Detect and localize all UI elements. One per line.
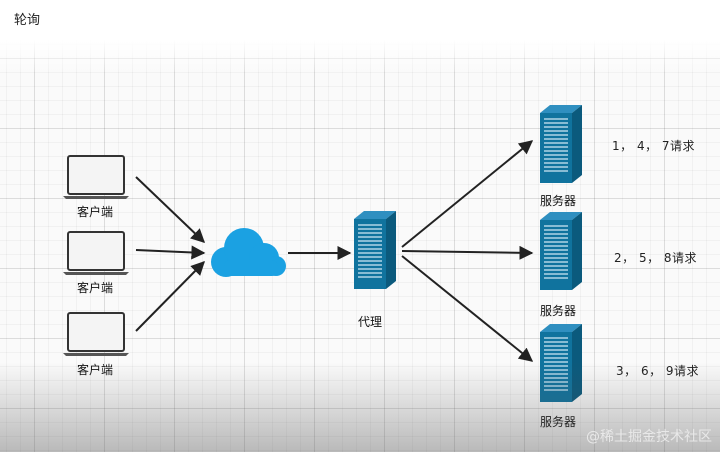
server-label-2: 服务器 [539, 304, 577, 318]
client-laptop-1 [62, 154, 130, 200]
client-label-3: 客户端 [76, 363, 114, 377]
client-laptop-3 [62, 311, 130, 357]
watermark: @稀土掘金技术社区 [586, 429, 712, 445]
server-requests-3: 3， 6， 9请求 [616, 364, 700, 378]
arrow-client1-to-cloud [135, 176, 206, 243]
server-icon [540, 212, 582, 290]
arrow-proxy-to-server2 [401, 245, 534, 260]
server-label-1: 服务器 [539, 194, 577, 208]
cloud-node [206, 226, 286, 278]
laptop-icon [63, 312, 129, 356]
proxy-server [352, 209, 398, 291]
server-icon [540, 324, 582, 402]
server-1 [538, 103, 584, 185]
server-requests-2: 2， 5， 8请求 [614, 251, 698, 265]
page-title: 轮询 [14, 13, 41, 28]
arrow-proxy-to-server1 [401, 140, 534, 248]
server-requests-1: 1， 4， 7请求 [612, 139, 696, 153]
diagram-canvas: 客户端 客户端 客户端 [0, 40, 720, 452]
server-2 [538, 210, 584, 292]
arrow-client3-to-cloud [135, 261, 205, 332]
client-label-2: 客户端 [76, 281, 114, 295]
server-icon [540, 105, 582, 183]
server-label-3: 服务器 [539, 415, 577, 429]
connector-arrows [135, 140, 534, 362]
arrow-proxy-to-server3 [401, 255, 534, 362]
arrow-client2-to-cloud [135, 245, 206, 260]
server-icon [354, 211, 396, 289]
laptop-icon [63, 155, 129, 199]
cloud-icon [211, 228, 286, 277]
client-label-1: 客户端 [76, 205, 114, 219]
client-laptop-2 [62, 230, 130, 276]
proxy-label: 代理 [357, 315, 383, 329]
laptop-icon [63, 231, 129, 275]
server-3 [538, 322, 584, 404]
